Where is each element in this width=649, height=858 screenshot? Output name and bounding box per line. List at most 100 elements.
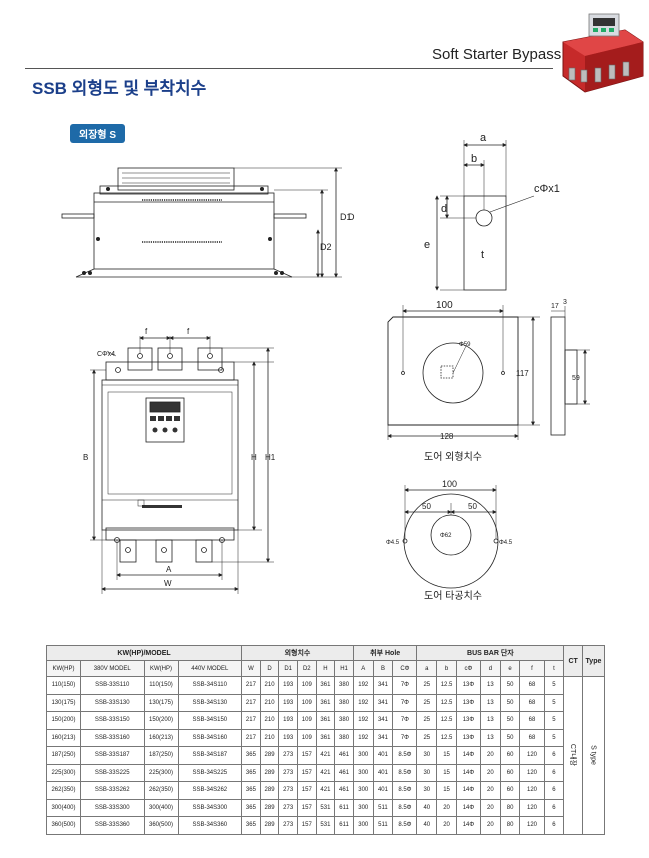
table-cell: 300 bbox=[352, 816, 374, 835]
type-cell: S type bbox=[581, 676, 606, 835]
label-b: b bbox=[471, 153, 477, 165]
group-outline: 외형치수 bbox=[241, 645, 354, 661]
table-cell: 421 bbox=[315, 763, 336, 782]
table-cell: 157 bbox=[296, 816, 317, 835]
table-cell: SSB-34S160 bbox=[177, 728, 243, 747]
table-cell: SSB-34S110 bbox=[177, 676, 243, 695]
table-cell: 217 bbox=[241, 693, 261, 712]
column-header: cΦ bbox=[455, 660, 482, 677]
table-cell: 20 bbox=[480, 781, 501, 800]
table-cell: 511 bbox=[372, 798, 394, 817]
table-cell: 14Φ bbox=[455, 763, 482, 782]
table-cell: 210 bbox=[259, 728, 280, 747]
label-ct-128: 128 bbox=[440, 432, 454, 441]
table-cell: 531 bbox=[315, 816, 336, 835]
table-cell: 421 bbox=[315, 781, 336, 800]
ct-hole bbox=[402, 485, 499, 589]
column-header: KW(HP) bbox=[143, 660, 179, 677]
drawings: D1 D D2 a b cΦx1 d e t CΦx4 f f B H H1 A… bbox=[61, 132, 590, 594]
table-cell: 273 bbox=[278, 816, 298, 835]
table-cell: 12.5 bbox=[436, 676, 457, 695]
table-cell: 300 bbox=[352, 746, 374, 765]
table-cell: 120 bbox=[519, 781, 545, 800]
column-header: b bbox=[436, 660, 457, 677]
table-cell: 6 bbox=[543, 746, 565, 765]
table-cell: 8.5Φ bbox=[392, 781, 418, 800]
table-cell: 157 bbox=[296, 746, 317, 765]
table-cell: 7Φ bbox=[392, 728, 418, 747]
table-cell: 341 bbox=[372, 693, 394, 712]
label-ct-100: 100 bbox=[436, 300, 453, 311]
table-cell: 12.5 bbox=[436, 728, 457, 747]
table-cell: 12.5 bbox=[436, 693, 457, 712]
table-cell: 68 bbox=[519, 693, 545, 712]
table-cell: 611 bbox=[334, 798, 354, 817]
table-cell: 13 bbox=[480, 676, 501, 695]
table-cell: 8.5Φ bbox=[392, 763, 418, 782]
group-mount: 취부 Hole bbox=[352, 645, 418, 661]
table-cell: 217 bbox=[241, 711, 261, 730]
table-cell: 401 bbox=[372, 763, 394, 782]
column-header: d bbox=[480, 660, 501, 677]
table-cell: 289 bbox=[259, 781, 280, 800]
table-cell: 365 bbox=[241, 798, 261, 817]
table-cell: 289 bbox=[259, 763, 280, 782]
table-cell: 193 bbox=[278, 711, 298, 730]
label-d: D bbox=[348, 212, 355, 222]
table-cell: 225(300) bbox=[46, 763, 81, 782]
table-cell: 13Φ bbox=[455, 728, 482, 747]
table-cell: 160(213) bbox=[46, 728, 81, 747]
table-cell: 14Φ bbox=[455, 798, 482, 817]
table-cell: 192 bbox=[352, 693, 374, 712]
table-cell: 13 bbox=[480, 693, 501, 712]
table-cell: 120 bbox=[519, 763, 545, 782]
table-cell: 20 bbox=[436, 816, 457, 835]
table-cell: 20 bbox=[480, 816, 501, 835]
column-header: D bbox=[259, 660, 280, 677]
table-cell: 360(500) bbox=[143, 816, 179, 835]
table-cell: 40 bbox=[416, 798, 438, 817]
table-cell: 15 bbox=[436, 781, 457, 800]
table-cell: 192 bbox=[352, 676, 374, 695]
table-cell: 60 bbox=[499, 763, 521, 782]
product-photo bbox=[562, 13, 644, 93]
table-cell: 14Φ bbox=[455, 781, 482, 800]
table-cell: 461 bbox=[334, 781, 354, 800]
table-cell: 7Φ bbox=[392, 693, 418, 712]
column-header: 440V MODEL bbox=[177, 660, 243, 677]
table-cell: SSB-34S262 bbox=[177, 781, 243, 800]
table-cell: SSB-33S262 bbox=[79, 781, 145, 800]
table-cell: 360(500) bbox=[46, 816, 81, 835]
column-header: H bbox=[315, 660, 336, 677]
table-cell: 611 bbox=[334, 816, 354, 835]
column-header: A bbox=[352, 660, 374, 677]
table-cell: SSB-33S150 bbox=[79, 711, 145, 730]
table-cell: 50 bbox=[499, 693, 521, 712]
label-hole-phi62: Φ62 bbox=[440, 533, 452, 539]
label-d2: D2 bbox=[320, 242, 332, 252]
table-cell: SSB-34S187 bbox=[177, 746, 243, 765]
table-cell: 120 bbox=[519, 798, 545, 817]
table-cell: 187(250) bbox=[143, 746, 179, 765]
table-cell: 7Φ bbox=[392, 711, 418, 730]
busbar-view bbox=[435, 140, 535, 291]
label-busbar-d: d bbox=[441, 203, 447, 215]
table-cell: SSB-33S130 bbox=[79, 693, 145, 712]
table-cell: 20 bbox=[480, 763, 501, 782]
table-cell: 300 bbox=[352, 763, 374, 782]
table-cell: 6 bbox=[543, 816, 565, 835]
table-cell: 380 bbox=[334, 693, 354, 712]
label-t: t bbox=[481, 249, 484, 261]
label-A: A bbox=[166, 565, 172, 574]
table-cell: 193 bbox=[278, 693, 298, 712]
table-cell: 120 bbox=[519, 816, 545, 835]
table-cell: 5 bbox=[543, 728, 565, 747]
table-cell: 300 bbox=[352, 798, 374, 817]
table-cell: 13Φ bbox=[455, 693, 482, 712]
label-hole-50a: 50 bbox=[422, 502, 431, 511]
column-header: KW(HP) bbox=[46, 660, 81, 677]
table-cell: 50 bbox=[499, 711, 521, 730]
